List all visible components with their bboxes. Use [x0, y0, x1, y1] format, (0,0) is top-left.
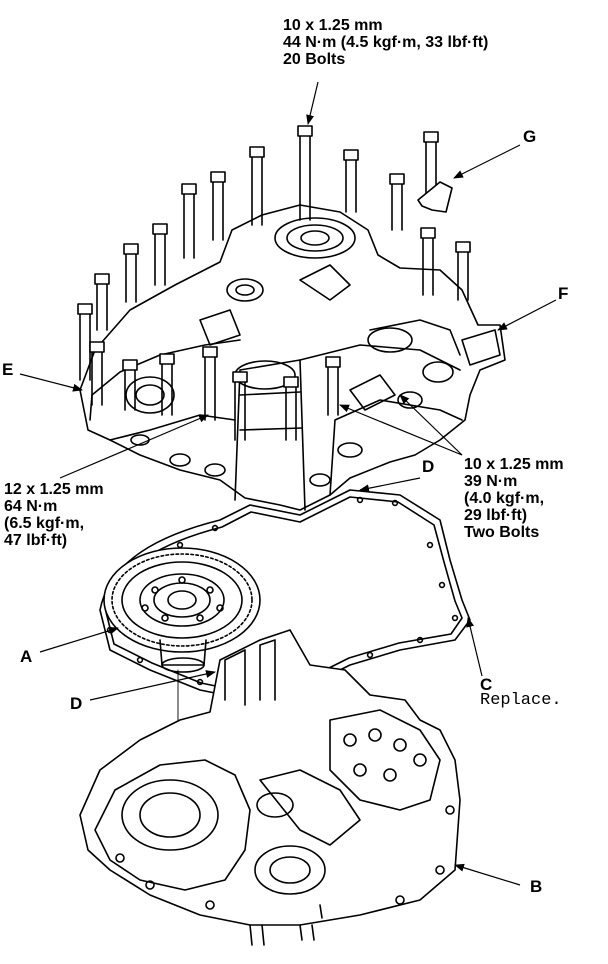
callout-g: G	[523, 127, 537, 146]
callout-d-upper: D	[422, 457, 435, 476]
spec-right-count: Two Bolts	[464, 524, 540, 541]
spec-top-count: 20 Bolts	[283, 51, 346, 68]
spec-right-torque: 39 N·m	[464, 473, 518, 490]
callout-c: C	[480, 675, 493, 694]
spec-right-torque-lbf: 29 lbf·ft)	[464, 507, 528, 524]
spec-top-torque: 44 N·m (4.5 kgf·m, 33 lbf·ft)	[283, 34, 489, 51]
spec-right-torque-kgf: (4.0 kgf·m,	[464, 490, 545, 507]
spec-left-bolts: 12 x 1.25 mm 64 N·m (6.5 kgf·m, 47 lbf·f…	[4, 481, 104, 549]
spec-top-size: 10 x 1.25 mm	[283, 17, 383, 34]
spec-right-size: 10 x 1.25 mm	[464, 456, 564, 473]
callout-b: B	[530, 877, 543, 896]
spec-left-torque-kgf: (6.5 kgf·m,	[4, 515, 85, 532]
bracket-g	[417, 181, 453, 213]
differential-gear-a	[103, 547, 261, 673]
spec-right-bolts: 10 x 1.25 mm 39 N·m (4.0 kgf·m, 29 lbf·f…	[464, 456, 564, 541]
callout-a: A	[20, 647, 33, 666]
leader-lines	[19, 81, 557, 886]
transmission-housing-lower	[79, 629, 461, 946]
spec-left-torque-lbf: 47 lbf·ft)	[4, 532, 68, 549]
callout-d-lower: D	[70, 694, 83, 713]
spec-left-torque: 64 N·m	[4, 498, 58, 515]
callout-e: E	[2, 360, 14, 379]
spec-left-size: 12 x 1.25 mm	[4, 481, 104, 498]
callout-f: F	[558, 284, 569, 303]
spec-top-bolts: 10 x 1.25 mm 44 N·m (4.5 kgf·m, 33 lbf·f…	[283, 17, 488, 68]
housing-bolts	[77, 125, 471, 441]
transmission-housing-upper	[79, 204, 506, 511]
note-replace: Replace.	[480, 691, 562, 710]
